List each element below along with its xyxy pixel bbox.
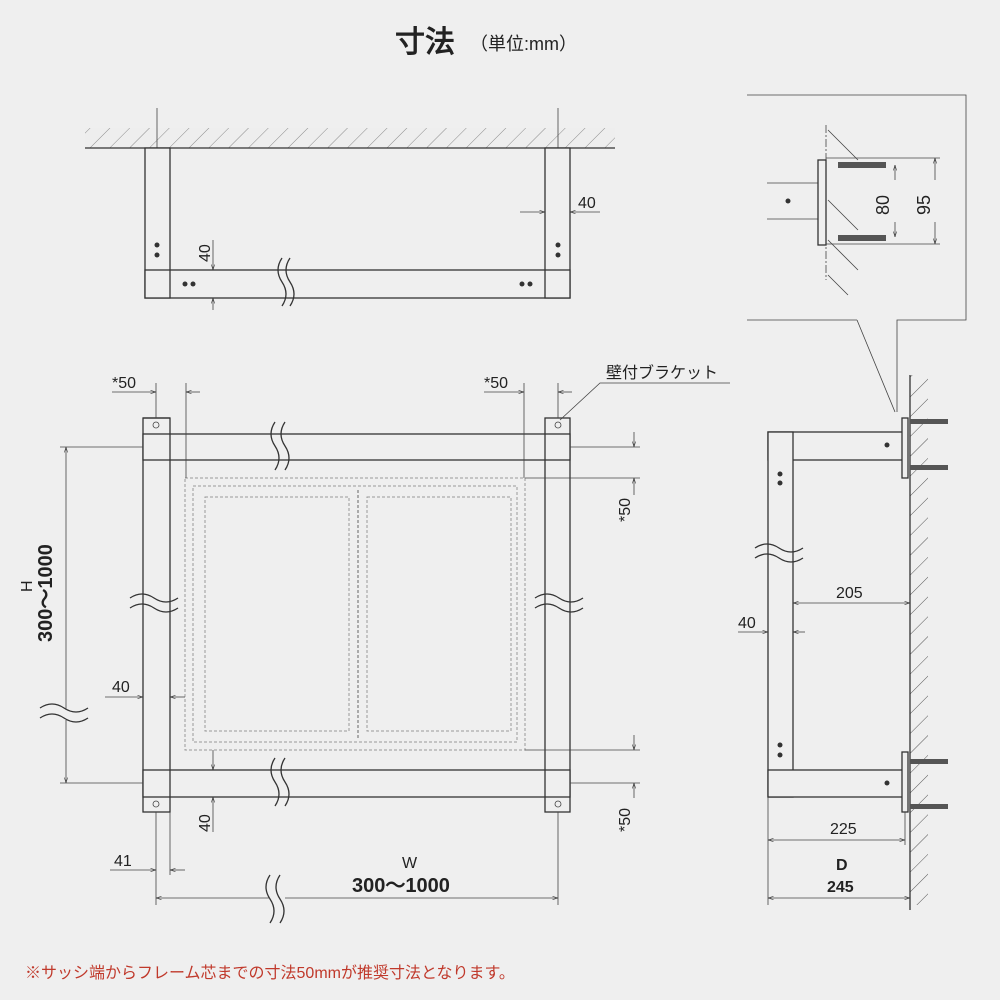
break-mark xyxy=(534,593,584,613)
front-view: *50 *50 壁付ブラケット H 300～1000 *50 *50 40 xyxy=(19,363,730,924)
break-mark xyxy=(754,543,804,563)
page-title: 寸法 xyxy=(395,26,455,59)
top-view: 40 40 xyxy=(85,108,615,310)
top-bar xyxy=(142,433,571,461)
crossbar xyxy=(144,269,571,299)
screw-icon xyxy=(910,465,948,470)
dim-post-width: 40 xyxy=(112,679,130,696)
dim-screw-pitch: 80 xyxy=(873,195,893,215)
screw-icon xyxy=(838,235,886,241)
side-bottom-arm xyxy=(767,769,906,798)
depth-symbol: D xyxy=(836,857,848,874)
screw-icon xyxy=(910,759,948,764)
width-symbol: W xyxy=(402,855,418,872)
dim-plate-height: 95 xyxy=(914,195,934,215)
height-range: 300～1000 xyxy=(35,544,57,642)
window-pane-left xyxy=(204,496,350,732)
break-mark xyxy=(270,421,290,471)
dim-bar-height: 40 xyxy=(197,814,214,832)
dim-side-post: 40 xyxy=(738,615,756,632)
height-symbol: H xyxy=(19,580,36,592)
post-left xyxy=(142,417,171,813)
bottom-bar xyxy=(142,769,571,798)
screw-icon xyxy=(910,419,948,424)
break-mark xyxy=(265,874,285,924)
break-mark xyxy=(277,257,295,307)
dim-225: 225 xyxy=(830,821,857,838)
window-sash xyxy=(184,477,526,751)
leader-line xyxy=(559,382,730,421)
footnote: ※サッシ端からフレーム芯までの寸法50mmが推奨寸法となります。 xyxy=(25,964,515,982)
detail-callout: 80 95 xyxy=(747,94,967,413)
dim-offset-right: *50 xyxy=(484,375,508,392)
dim-top-offset: *50 xyxy=(617,498,634,522)
dim-top-bar-height: 40 xyxy=(197,244,214,262)
break-mark xyxy=(39,703,89,723)
side-view: 205 40 225 D 245 xyxy=(738,375,948,910)
unit-label: （単位:mm） xyxy=(470,34,577,54)
dim-offset-left: *50 xyxy=(112,375,136,392)
wall-hatch xyxy=(910,375,928,905)
post-right xyxy=(544,417,571,813)
depth-value: 245 xyxy=(827,879,854,896)
screw-icon xyxy=(910,804,948,809)
side-post xyxy=(767,431,794,798)
dim-post-edge: 41 xyxy=(114,853,132,870)
break-mark xyxy=(270,757,290,807)
dim-bottom-offset: *50 xyxy=(617,808,634,832)
bracket-label: 壁付ブラケット xyxy=(606,363,718,382)
dim-top-post-width: 40 xyxy=(578,195,596,212)
width-range: 300～1000 xyxy=(352,875,450,897)
screw-icon xyxy=(838,162,886,168)
window-pane-right xyxy=(366,496,512,732)
ceiling-hatch xyxy=(85,128,615,148)
dim-inner: 205 xyxy=(836,585,863,602)
break-mark xyxy=(129,593,179,613)
